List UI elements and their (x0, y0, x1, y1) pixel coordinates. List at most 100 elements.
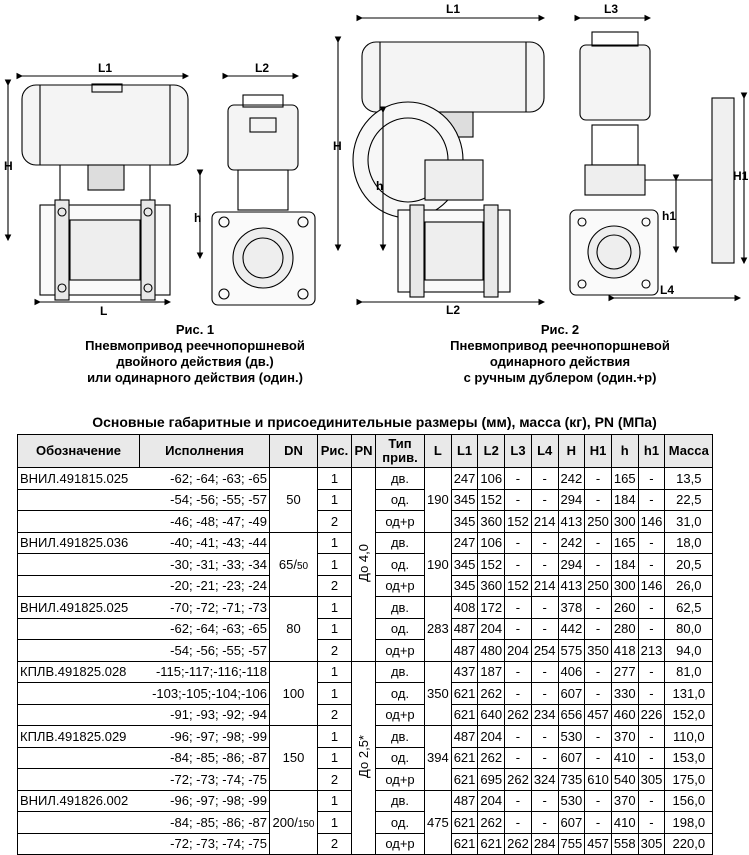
h-cell: 418 (610, 639, 639, 662)
L3-cell: - (504, 660, 532, 683)
H1-cell: 457 (584, 832, 612, 855)
L2-cell: 152 (477, 488, 506, 511)
L-cell: 190 (424, 467, 452, 533)
L4-cell: 214 (530, 574, 559, 597)
fig-cell: 1 (317, 617, 352, 640)
L1-cell: 437 (450, 660, 479, 683)
H1-cell: 457 (584, 703, 612, 726)
L2-cell: 172 (477, 596, 506, 619)
H1-cell: 250 (584, 574, 612, 597)
fig-cell: 1 (317, 553, 352, 576)
versions-cell: -84; -85; -86; -87 (139, 811, 270, 834)
designation-cell (17, 746, 140, 769)
versions-cell: -46; -48; -47; -49 (139, 510, 270, 533)
dn-value: 65/ (278, 556, 297, 572)
L1-cell: 621 (450, 746, 479, 769)
L3-cell: 262 (504, 832, 532, 855)
L4-cell: - (530, 789, 559, 812)
h1-cell: - (637, 467, 666, 490)
mass-cell: 18,0 (664, 531, 714, 554)
header-drive-type: Тип прив. (375, 434, 425, 468)
L3-cell: - (504, 617, 532, 640)
L3-cell: - (504, 789, 532, 812)
L1-cell: 408 (450, 596, 479, 619)
h-cell: 165 (610, 531, 639, 554)
dn-cell: 65/50 (269, 531, 318, 597)
versions-cell: -30; -31; -33; -34 (139, 553, 270, 576)
drive-type-cell: од+р (375, 574, 425, 597)
drive-type-cell: од. (375, 553, 425, 576)
L2-cell: 262 (477, 746, 506, 769)
L3-cell: - (504, 531, 532, 554)
header-H: H (557, 434, 586, 468)
fig-cell: 2 (317, 574, 352, 597)
L2-cell: 262 (477, 811, 506, 834)
L2-cell: 106 (477, 467, 506, 490)
L2-cell: 640 (477, 703, 506, 726)
L3-cell: 262 (504, 768, 532, 791)
table-title: Основные габаритные и присоединительные … (92, 414, 657, 430)
mass-cell: 152,0 (664, 703, 714, 726)
designation-cell (17, 553, 140, 576)
L4-cell: - (530, 746, 559, 769)
h-cell: 184 (610, 553, 639, 576)
fig-cell: 1 (317, 531, 352, 554)
H1-cell: 350 (584, 639, 612, 662)
L2-cell: 204 (477, 725, 506, 748)
header-mass: Масса (664, 434, 714, 468)
mass-cell: 22,5 (664, 488, 714, 511)
mass-cell: 81,0 (664, 660, 714, 683)
L4-cell: 254 (530, 639, 559, 662)
mass-cell: 110,0 (664, 725, 714, 748)
L4-cell: - (530, 617, 559, 640)
L2-cell: 480 (477, 639, 506, 662)
L1-cell: 621 (450, 832, 479, 855)
fig1-caption-line: двойного действия (дв.) (116, 354, 274, 369)
h-cell: 260 (610, 596, 639, 619)
H1-cell: - (584, 725, 612, 748)
fig1-dim-l2: L2 (255, 61, 269, 75)
designation-cell: ВНИЛ.491825.025 (17, 596, 140, 619)
pn-cell: До 2,5* (351, 660, 376, 855)
drive-type-cell: од. (375, 617, 425, 640)
versions-cell: -54; -56; -55; -57 (139, 488, 270, 511)
H-cell: 294 (557, 553, 586, 576)
dn-cell: 100 (269, 660, 318, 726)
versions-cell: -72; -73; -74; -75 (139, 832, 270, 855)
fig2-caption-line: Пневмопривод реечнопоршневой (450, 338, 670, 353)
L3-cell: - (504, 553, 532, 576)
h-cell: 558 (610, 832, 639, 855)
L4-cell: 234 (530, 703, 559, 726)
h1-cell: 226 (637, 703, 666, 726)
mass-cell: 175,0 (664, 768, 714, 791)
mass-cell: 198,0 (664, 811, 714, 834)
h-cell: 300 (610, 574, 639, 597)
mass-cell: 62,5 (664, 596, 714, 619)
designation-cell: ВНИЛ.491826.002 (17, 789, 140, 812)
drive-type-cell: од. (375, 746, 425, 769)
dn-cell: 150 (269, 725, 318, 791)
h-cell: 280 (610, 617, 639, 640)
mass-cell: 80,0 (664, 617, 714, 640)
fig-cell: 1 (317, 746, 352, 769)
H-cell: 413 (557, 574, 586, 597)
designation-cell: ВНИЛ.491825.036 (17, 531, 140, 554)
h1-cell: 213 (637, 639, 666, 662)
drive-type-cell: дв. (375, 725, 425, 748)
fig-cell: 1 (317, 488, 352, 511)
L-cell: 475 (424, 789, 452, 855)
fig2-dim-l2: L2 (446, 303, 460, 317)
designation-cell (17, 574, 140, 597)
L4-cell: - (530, 596, 559, 619)
drive-type-cell: од+р (375, 832, 425, 855)
L-cell: 350 (424, 660, 452, 726)
fig2-dim-h1-small: h1 (662, 209, 676, 223)
mass-cell: 20,5 (664, 553, 714, 576)
dn-cell: 80 (269, 596, 318, 662)
L4-cell: - (530, 531, 559, 554)
H-cell: 442 (557, 617, 586, 640)
